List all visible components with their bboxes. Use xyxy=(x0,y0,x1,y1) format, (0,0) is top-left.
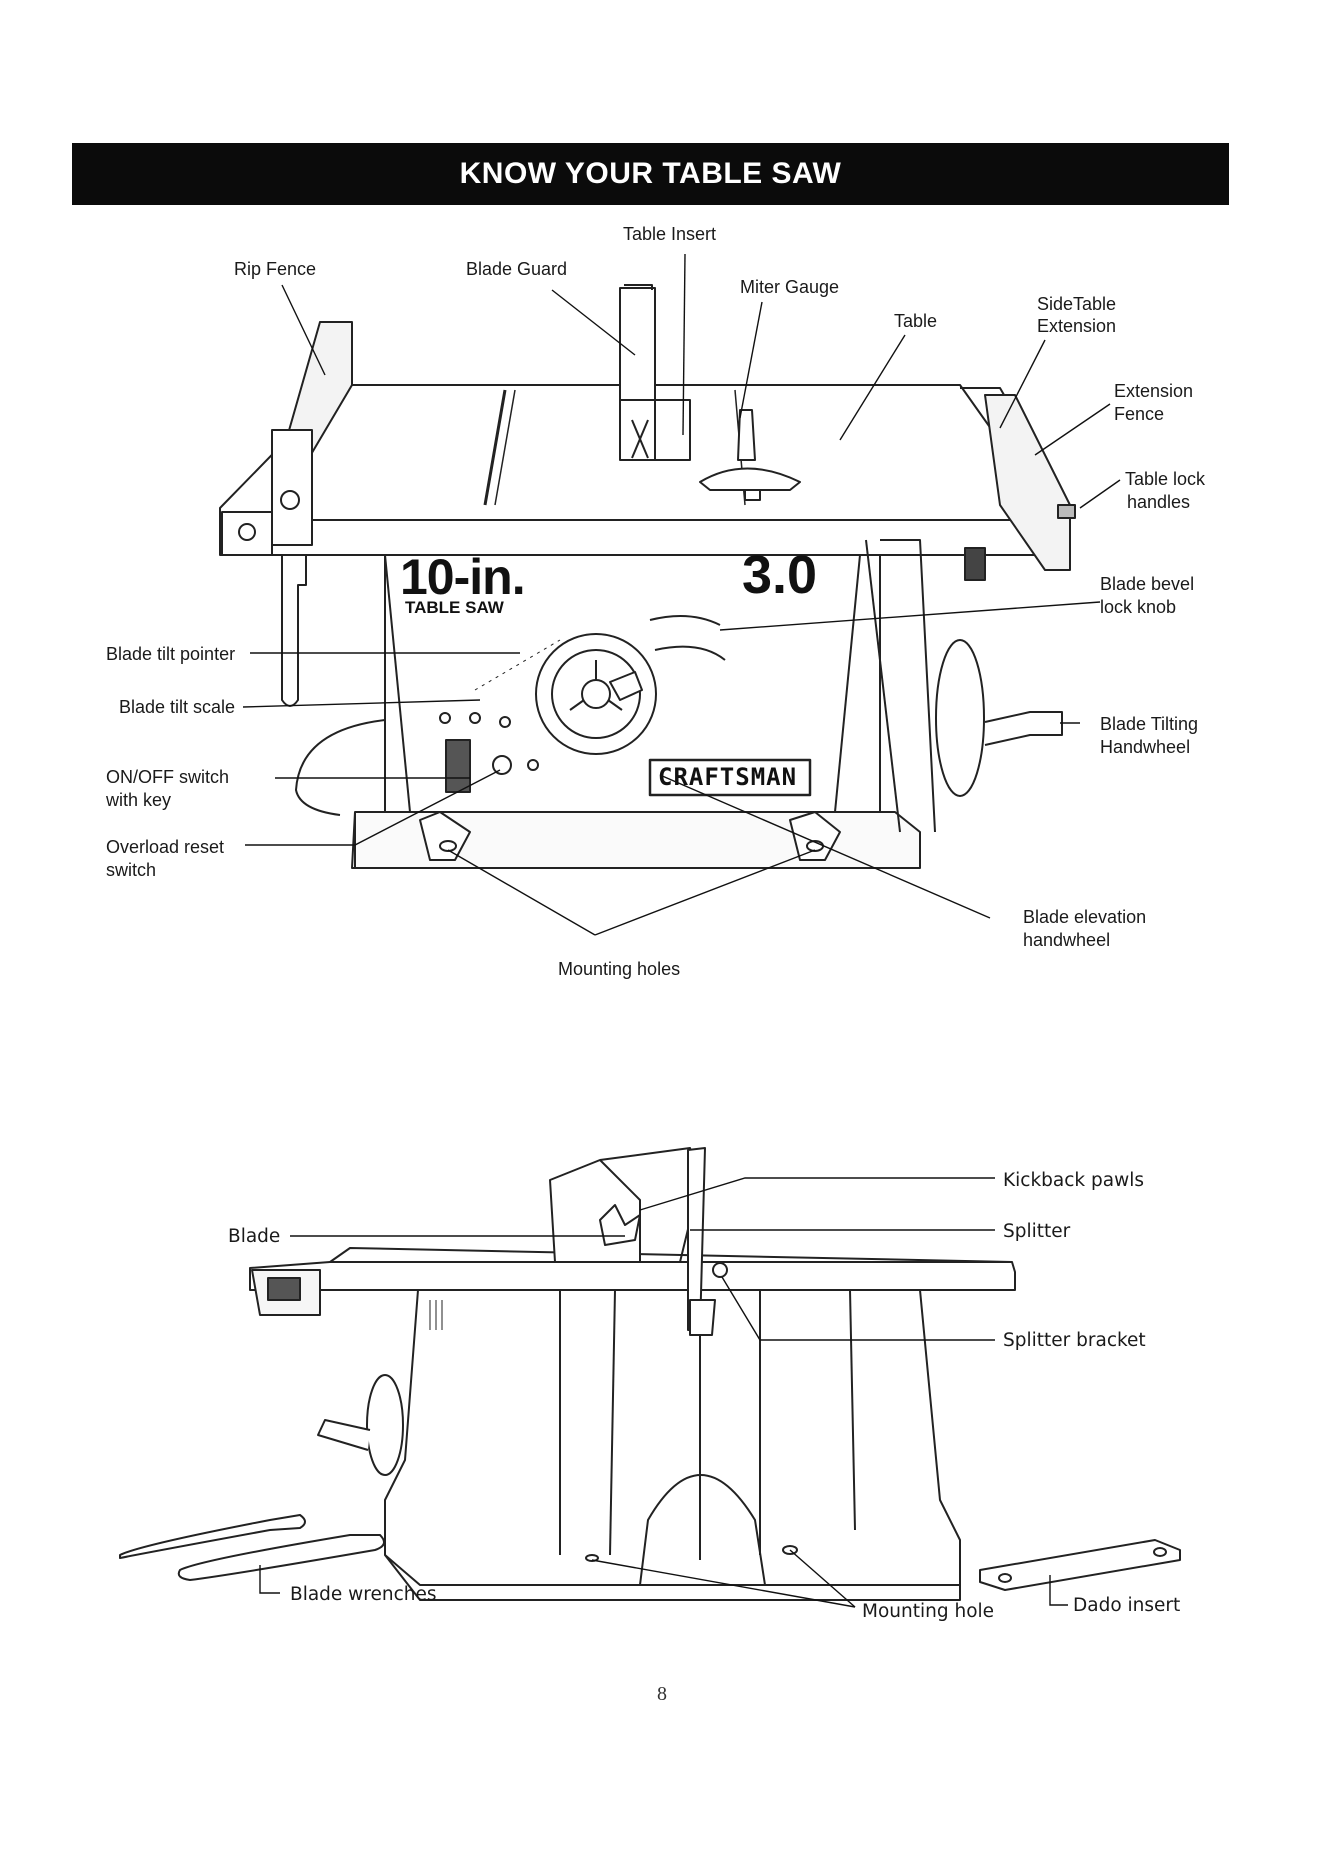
label-overload-line1: Overload reset xyxy=(106,837,225,857)
label-splitter: Splitter xyxy=(1003,1221,1071,1242)
brand-size: 10-in. xyxy=(400,549,526,605)
label-elevation-line2: handwheel xyxy=(1023,930,1111,950)
label-onoff-line2: with key xyxy=(106,790,172,810)
label-bevel-lock-line2: lock knob xyxy=(1100,597,1177,617)
miter-gauge xyxy=(737,409,756,461)
brand-power: 3.0 xyxy=(742,545,818,605)
rear-splitter xyxy=(687,1147,706,1331)
rear-blade-guard xyxy=(549,1159,641,1263)
rear-table-top xyxy=(249,1261,1016,1291)
rear-blade xyxy=(599,1204,641,1246)
label-blade-guard: Blade Guard xyxy=(466,259,568,279)
rear-handwheel xyxy=(366,1374,404,1476)
rear-splitter-bracket xyxy=(712,1262,728,1278)
label-extension-fence-line1: Extension xyxy=(1114,381,1194,401)
label-table-lock-line1: Table lock xyxy=(1125,469,1206,489)
leader-lines xyxy=(242,253,1121,936)
dado-insert-part xyxy=(979,1539,1181,1591)
blade-tilting-handwheel xyxy=(935,639,985,797)
brand-product: TABLE SAW xyxy=(405,598,504,617)
label-onoff-line1: ON/OFF switch xyxy=(106,767,230,787)
label-blade-tilting-line1: Blade Tilting xyxy=(1100,714,1199,734)
label-table-insert: Table Insert xyxy=(623,224,717,244)
label-miter-gauge: Miter Gauge xyxy=(740,277,840,297)
overload-reset-switch xyxy=(492,755,512,775)
label-overload-line2: switch xyxy=(106,860,157,880)
page-number: 8 xyxy=(657,1683,667,1705)
label-dado-insert: Dado insert xyxy=(1073,1595,1181,1616)
label-blade-wrenches: Blade wrenches xyxy=(290,1584,437,1605)
label-blade-tilting-line2: Handwheel xyxy=(1100,737,1191,757)
section-title: KNOW YOUR TABLE SAW xyxy=(72,143,1229,205)
label-kickback-pawls: Kickback pawls xyxy=(1003,1170,1144,1191)
label-splitter-bracket: Splitter bracket xyxy=(1003,1330,1146,1351)
label-side-table-extension-line2: Extension xyxy=(1037,316,1117,336)
on-off-switch xyxy=(445,739,471,793)
leader-lines-bottom xyxy=(259,1177,1068,1608)
label-table-lock-line2: handles xyxy=(1127,492,1191,512)
table-lock-handle xyxy=(1057,504,1076,519)
extension-fence xyxy=(984,394,1071,571)
label-blade-tilt-pointer: Blade tilt pointer xyxy=(106,644,236,664)
rip-fence-handle xyxy=(281,554,307,707)
label-table: Table xyxy=(894,311,938,331)
label-mounting-hole: Mounting hole xyxy=(862,1601,995,1622)
table-saw-front-diagram xyxy=(219,253,1121,936)
rear-arch-cutout xyxy=(639,1474,766,1586)
label-mounting-holes: Mounting holes xyxy=(558,959,681,979)
label-side-table-extension-line1: SideTable xyxy=(1037,294,1117,314)
blade-wrench-1 xyxy=(119,1514,306,1559)
label-blade: Blade xyxy=(228,1226,281,1247)
label-rip-fence: Rip Fence xyxy=(234,259,317,279)
label-extension-fence-line2: Fence xyxy=(1114,404,1165,424)
rear-cabinet xyxy=(384,1289,961,1586)
label-elevation-line1: Blade elevation xyxy=(1023,907,1147,927)
label-bevel-lock-line1: Blade bevel xyxy=(1100,574,1195,594)
blade-wrench-2 xyxy=(177,1534,385,1581)
label-blade-tilt-scale: Blade tilt scale xyxy=(119,697,236,717)
brand-name: CRAFTSMAN xyxy=(658,763,798,791)
